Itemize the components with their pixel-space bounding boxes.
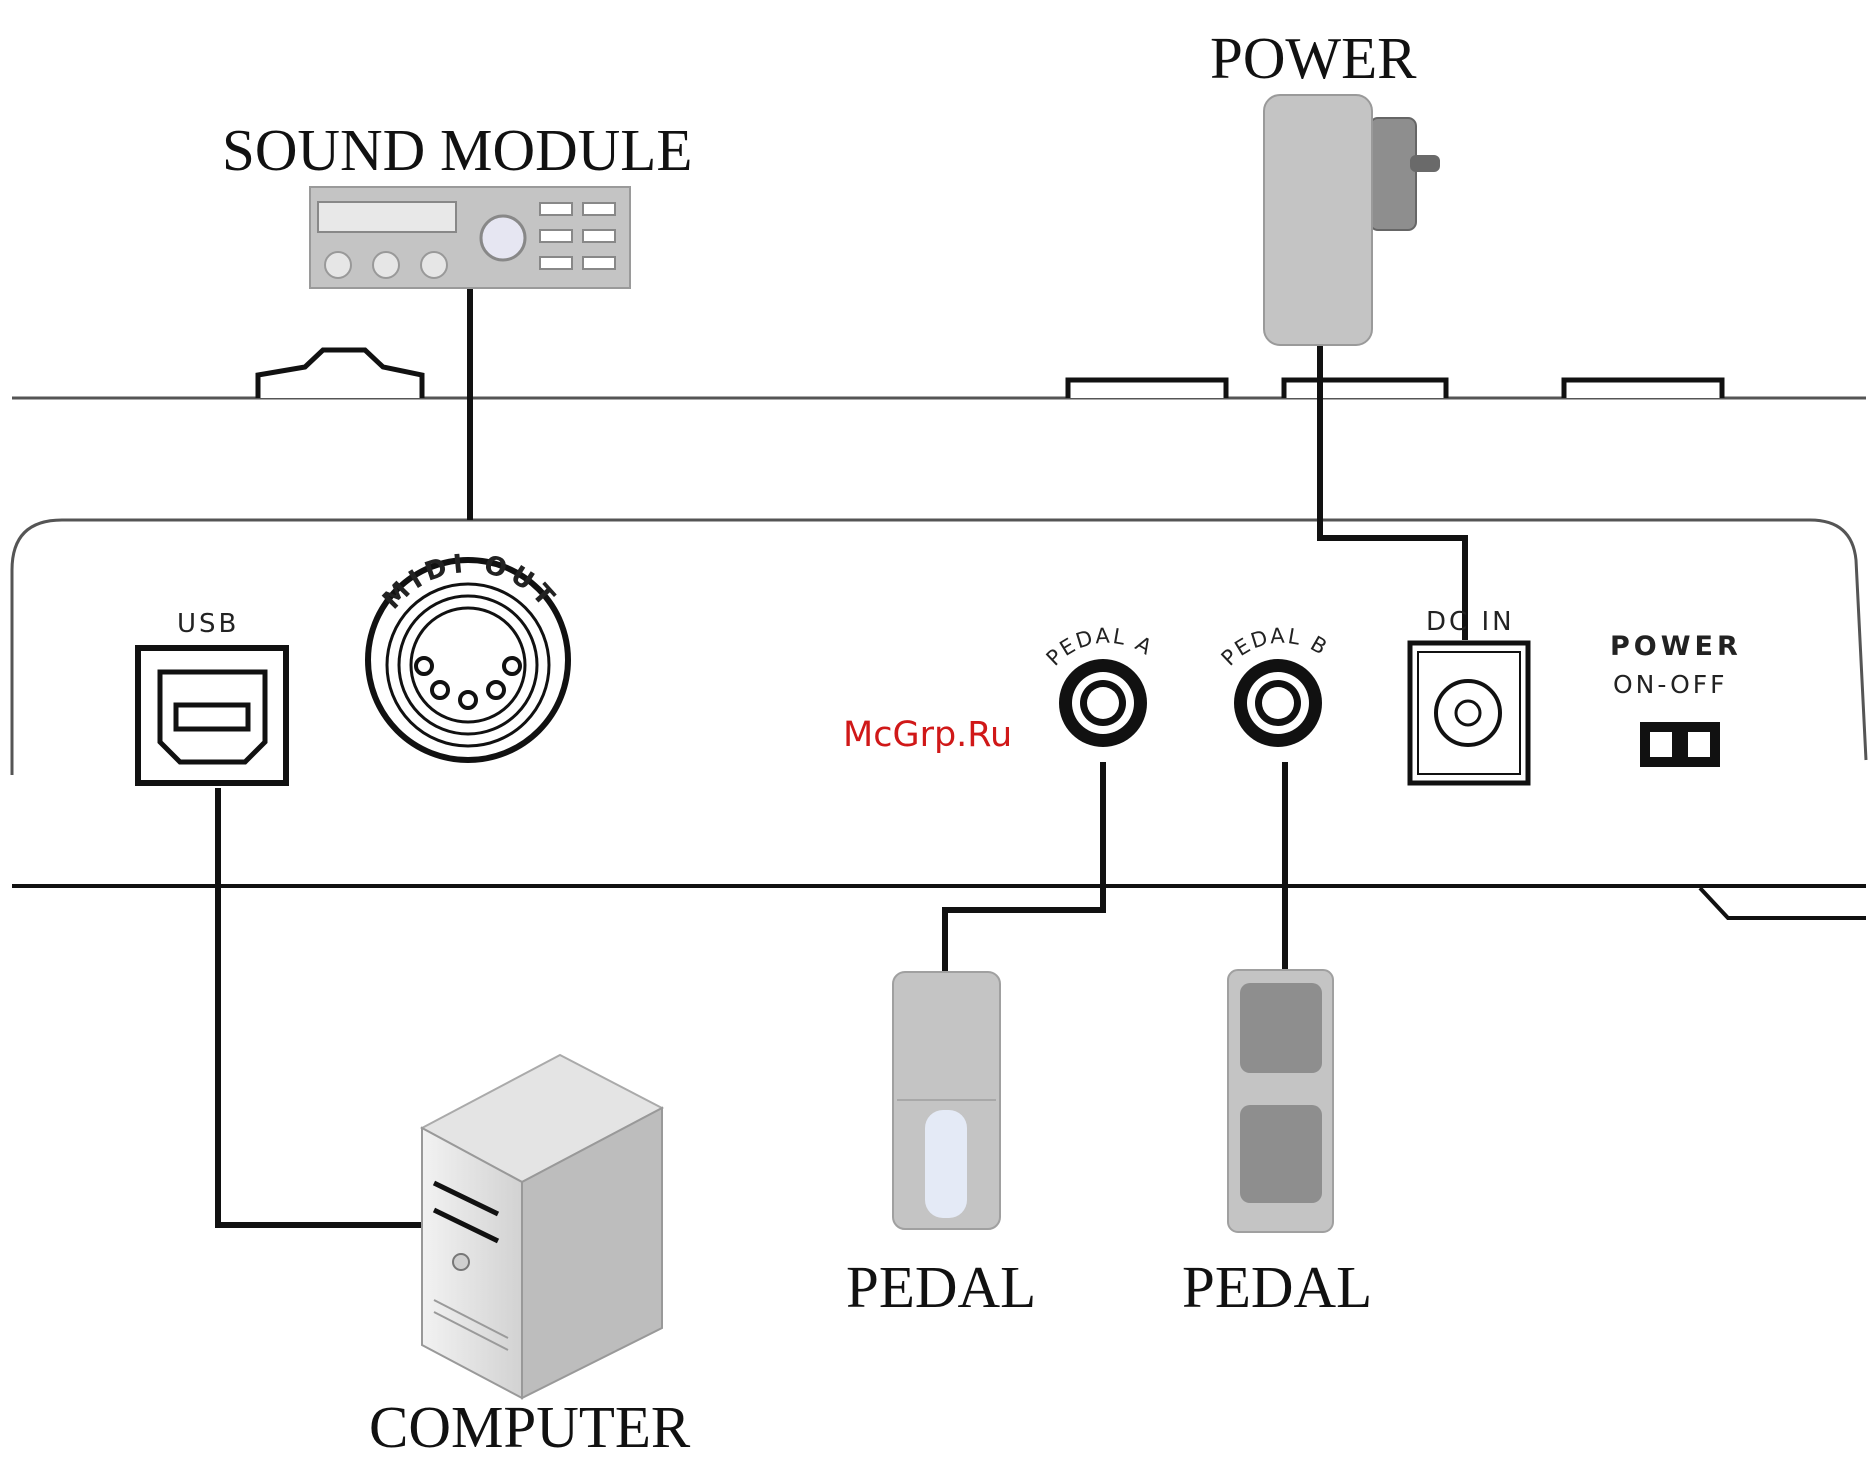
expression-pedal-icon (1228, 970, 1333, 1232)
usb-label: USB (177, 609, 239, 639)
sound-module-knobs (325, 252, 447, 278)
power-switch-label: POWER (1610, 631, 1742, 662)
computer-power-light (453, 1254, 469, 1270)
sound-module-dial (481, 216, 525, 260)
power-adapter (1264, 95, 1440, 345)
cable-pedal-a (945, 762, 1103, 972)
usb-port (138, 648, 286, 783)
keyboard-body (12, 398, 1866, 918)
power-adapter-label: POWER (1210, 25, 1417, 91)
dc-in-label: DC IN (1426, 607, 1515, 637)
sound-module-display (318, 202, 456, 232)
dc-in-jack (1410, 643, 1528, 783)
pedal-a-jack (1059, 659, 1147, 747)
pedal-b-jack (1234, 659, 1322, 747)
pedal-b-label: PEDAL (1182, 1254, 1372, 1320)
sustain-pedal-icon (893, 972, 1000, 1229)
computer-label: COMPUTER (369, 1394, 691, 1460)
on-off-label: ON-OFF (1613, 670, 1728, 699)
cable-usb (218, 788, 430, 1225)
sound-module-label: SOUND MODULE (222, 117, 692, 183)
power-switch (1640, 722, 1720, 767)
keyboard-top-details (258, 350, 1722, 398)
sound-module (310, 187, 630, 288)
power-plug-pin (1410, 155, 1440, 172)
pedal-a-label: PEDAL (846, 1254, 1036, 1320)
computer-icon (422, 1055, 662, 1398)
watermark: McGrp.Ru (843, 715, 1012, 755)
